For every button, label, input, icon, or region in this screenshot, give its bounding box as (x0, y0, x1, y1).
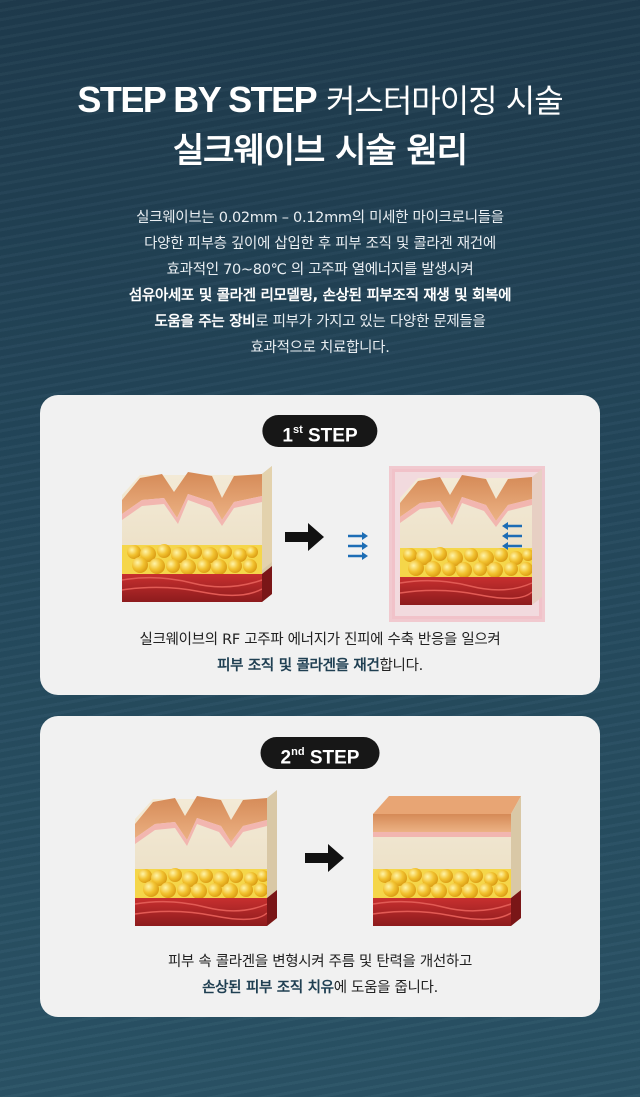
desc-line-3: 효과적인 70~80℃ 의 고주파 열에너지를 발생시켜 (166, 262, 474, 278)
step-2-caption: 피부 속 콜라겐을 변형시켜 주름 및 탄력을 개선하고 손상된 피부 조직 치… (40, 949, 600, 1001)
desc-line-5-rest: 로 피부가 가지고 있는 다양한 문제들을 (255, 314, 486, 330)
right-arrow-icon (285, 523, 324, 551)
skin-cross-section-icon (121, 466, 272, 602)
step-2-caption-line1: 피부 속 콜라겐을 변형시켜 주름 및 탄력을 개선하고 (167, 954, 472, 970)
desc-line-2: 다양한 피부층 깊이에 삽입한 후 피부 조직 및 콜라겐 재건에 (144, 236, 496, 252)
page-subtitle: 실크웨이브 시술 원리 (172, 131, 468, 171)
title-english: STEP BY STEP (77, 79, 317, 120)
step-1-illustration (121, 466, 545, 622)
title-korean: 커스터마이징 시술 (325, 82, 564, 120)
step-1-caption-line1: 실크웨이브의 RF 고주파 에너지가 진피에 수축 반응을 일으켜 (139, 632, 501, 648)
step-1-caption-rest: 합니다. (379, 658, 424, 674)
step-2-label: STEP (309, 747, 360, 769)
step-1-caption-line2: 피부 조직 및 콜라겐을 재건합니다. (40, 653, 600, 679)
skin-cross-section-contracting (389, 466, 545, 622)
step-2-caption-line2: 손상된 피부 조직 치유에 도움을 줍니다. (40, 975, 600, 1001)
step-2-sup: nd (291, 746, 305, 758)
desc-line-1: 실크웨이브는 0.02mm – 0.12mm의 미세한 마이크로니들을 (136, 210, 504, 226)
desc-line-4: 섬유아세포 및 콜라겐 리모델링, 손상된 피부조직 재생 및 회복에 (128, 288, 512, 304)
skin-cross-section-restored (372, 796, 521, 926)
step-2-caption-rest: 에 도움을 줍니다. (333, 980, 439, 996)
step-1-badge: 1st STEP (262, 415, 378, 447)
step-2-badge: 2nd STEP (260, 737, 380, 769)
desc-line-6: 효과적으로 치료합니다. (250, 340, 390, 356)
hero-header: STEP BY STEP 커스터마이징 시술 실크웨이브 시술 원리 (0, 78, 640, 173)
skin-cross-section-icon (134, 790, 277, 926)
desc-line-5-strong: 도움을 주는 장비 (154, 314, 256, 330)
intro-description: 실크웨이브는 0.02mm – 0.12mm의 미세한 마이크로니들을 다양한 … (0, 205, 640, 361)
step-2-illustration (134, 790, 521, 926)
desc-line-5: 도움을 주는 장비로 피부가 가지고 있는 다양한 문제들을 (0, 309, 640, 335)
compression-arrows-icon (348, 522, 522, 560)
page-title: STEP BY STEP 커스터마이징 시술 (0, 78, 640, 123)
step-1-sup: st (292, 424, 303, 436)
step-1-num: 1 (282, 425, 293, 447)
step-2-num: 2 (280, 747, 292, 769)
step-2-caption-strong: 손상된 피부 조직 치유 (202, 980, 334, 996)
step-2-card: 2nd STEP 피부 속 콜라겐을 변형시켜 주름 및 탄력을 개선하고 손상… (40, 716, 600, 1017)
step-1-caption: 실크웨이브의 RF 고주파 에너지가 진피에 수축 반응을 일으켜 피부 조직 … (40, 627, 600, 679)
step-1-label: STEP (308, 425, 358, 447)
step-1-caption-strong: 피부 조직 및 콜라겐을 재건 (217, 658, 380, 674)
right-arrow-icon (305, 844, 344, 872)
step-1-card: 1st STEP 실크웨이브의 RF 고주파 에너지가 진피에 수축 반응을 일… (40, 395, 600, 695)
